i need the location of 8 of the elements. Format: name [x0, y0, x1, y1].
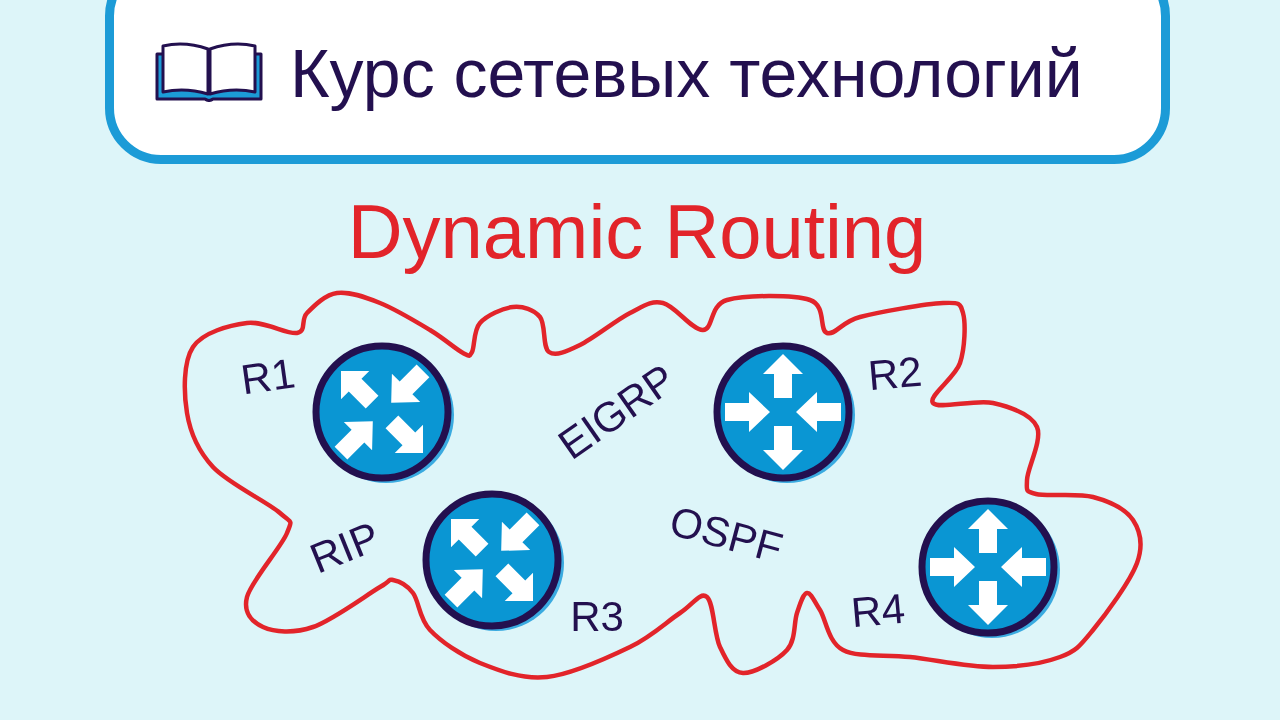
- router-label: R3: [570, 593, 624, 641]
- title: Курс сетевых технологий: [290, 36, 1083, 111]
- router-label: R4: [849, 585, 907, 637]
- router-label: R1: [238, 350, 298, 404]
- heading: Dynamic Routing: [346, 190, 928, 274]
- protocol-label: RIP: [303, 513, 387, 583]
- protocol-label: OSPF: [664, 497, 788, 573]
- router-label: R2: [866, 348, 924, 400]
